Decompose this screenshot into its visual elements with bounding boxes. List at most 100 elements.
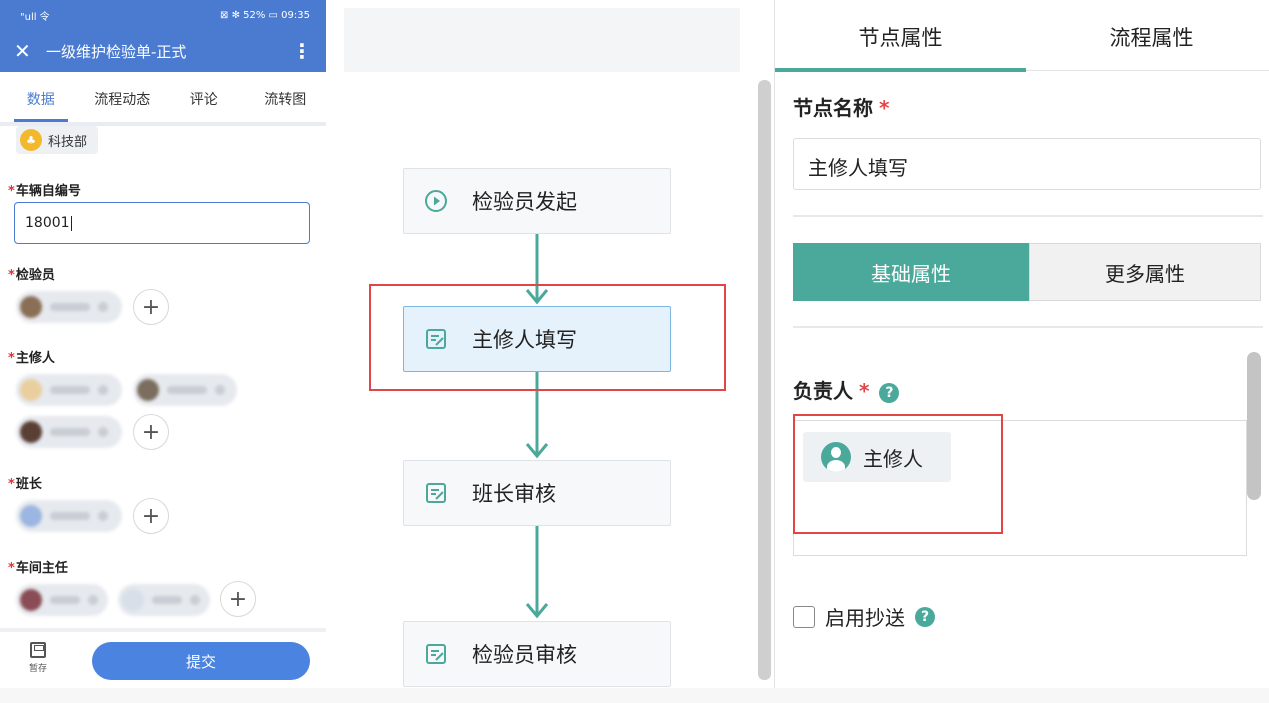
required-mark: * bbox=[859, 379, 870, 403]
inspector-label: *检验员 bbox=[8, 264, 55, 283]
add-inspector-button[interactable]: + bbox=[133, 289, 169, 325]
avatar bbox=[20, 379, 42, 401]
play-circle-icon bbox=[424, 189, 448, 213]
enable-cc-checkbox[interactable] bbox=[793, 605, 815, 628]
remove-dot bbox=[98, 427, 108, 437]
avatar bbox=[20, 589, 42, 611]
blurred-name bbox=[50, 512, 90, 520]
form-edit-icon bbox=[424, 327, 448, 351]
user-avatar-icon bbox=[821, 442, 851, 472]
more-properties-button[interactable]: 更多属性 bbox=[1029, 243, 1261, 301]
phone-bottom-bar: 暂存 提交 bbox=[0, 628, 326, 688]
tab-node-properties[interactable]: 节点属性 bbox=[775, 0, 1026, 72]
properties-panel: 节点属性 流程属性 节点名称* 主修人填写 基础属性 更多属性 负责人*? 主修… bbox=[774, 0, 1269, 703]
arrow-head bbox=[525, 603, 549, 619]
divider bbox=[793, 215, 1263, 217]
more-vertical-icon[interactable]: ⋮ bbox=[292, 39, 312, 63]
blurred-name bbox=[167, 386, 207, 394]
chief-mechanic-label: *主修人 bbox=[8, 347, 55, 366]
workshop-director-user-chip[interactable] bbox=[16, 584, 108, 616]
org-chart-icon: ♣ bbox=[20, 129, 42, 151]
workshop-director-user-chip[interactable] bbox=[118, 584, 210, 616]
vehicle-no-value: 18001 bbox=[25, 215, 70, 231]
avatar bbox=[137, 379, 159, 401]
flow-node-label: 检验员审核 bbox=[472, 643, 577, 667]
basic-properties-button[interactable]: 基础属性 bbox=[793, 243, 1029, 301]
required-mark: * bbox=[8, 477, 15, 492]
chief-mechanic-user-chip[interactable] bbox=[133, 374, 237, 406]
signal-status: "ull 令 bbox=[20, 11, 50, 23]
flow-node-inspector-review[interactable]: 检验员审核 bbox=[403, 621, 671, 687]
required-mark: * bbox=[879, 96, 890, 120]
node-name-input[interactable]: 主修人填写 bbox=[793, 138, 1261, 190]
inspector-user-chip[interactable] bbox=[16, 291, 122, 323]
avatar bbox=[20, 421, 42, 443]
form-edit-icon bbox=[424, 642, 448, 666]
department-chip[interactable]: ♣ 科技部 bbox=[16, 126, 98, 154]
submit-button[interactable]: 提交 bbox=[92, 642, 310, 680]
save-draft-label: 暂存 bbox=[28, 664, 47, 674]
tab-data[interactable]: 数据 bbox=[0, 72, 82, 122]
remove-dot bbox=[190, 595, 200, 605]
battery-time-status: ⊠ ✻ 52% ▭ 09:35 bbox=[220, 9, 310, 21]
status-bar: "ull 令 ⊠ ✻ 52% ▭ 09:35 bbox=[0, 0, 326, 30]
highlight-box-selected-node bbox=[369, 284, 726, 391]
required-mark: * bbox=[8, 351, 15, 366]
blurred-name bbox=[152, 596, 182, 604]
tab-divider bbox=[0, 122, 326, 126]
form-edit-icon bbox=[424, 481, 448, 505]
panel-scrollbar[interactable] bbox=[1247, 352, 1261, 500]
enable-cc-row[interactable]: 启用抄送 ? bbox=[793, 602, 935, 631]
owner-chip[interactable]: 主修人 bbox=[803, 432, 951, 482]
arrow-head bbox=[525, 443, 549, 459]
chief-mechanic-label-text: 主修人 bbox=[15, 351, 55, 366]
chief-mechanic-user-chip[interactable] bbox=[16, 416, 122, 448]
avatar bbox=[20, 505, 42, 527]
add-workshop-director-button[interactable]: + bbox=[220, 581, 256, 617]
required-mark: * bbox=[8, 561, 15, 576]
add-chief-mechanic-button[interactable]: + bbox=[133, 414, 169, 450]
node-name-label: 节点名称* bbox=[793, 92, 889, 121]
app-title-bar: ✕ 一级维护检验单-正式 ⋮ bbox=[0, 30, 326, 72]
flow-node-label: 主修人填写 bbox=[472, 328, 577, 352]
floppy-disk-icon bbox=[30, 642, 46, 658]
chief-mechanic-user-chip[interactable] bbox=[16, 374, 122, 406]
workshop-director-label: *车间主任 bbox=[8, 557, 68, 576]
required-mark: * bbox=[8, 184, 15, 199]
blurred-name bbox=[50, 386, 90, 394]
vehicle-no-input[interactable]: 18001 bbox=[14, 202, 310, 244]
arrow-head bbox=[525, 289, 549, 305]
team-leader-label-text: 班长 bbox=[15, 477, 42, 492]
help-icon[interactable]: ? bbox=[879, 382, 900, 403]
owner-name: 主修人 bbox=[863, 446, 923, 471]
help-icon[interactable]: ? bbox=[915, 606, 935, 627]
vehicle-no-label: *车辆自编号 bbox=[8, 180, 81, 199]
mobile-form-preview: "ull 令 ⊠ ✻ 52% ▭ 09:35 ✕ 一级维护检验单-正式 ⋮ 数据… bbox=[0, 0, 326, 703]
inspector-label-text: 检验员 bbox=[15, 268, 55, 283]
tab-flow-properties[interactable]: 流程属性 bbox=[1109, 26, 1194, 50]
blurred-name bbox=[50, 303, 90, 311]
team-leader-label: *班长 bbox=[8, 473, 42, 492]
blurred-name bbox=[50, 596, 80, 604]
bottom-strip bbox=[0, 688, 1269, 703]
save-draft-button[interactable]: 暂存 bbox=[22, 642, 54, 674]
tab-comments[interactable]: 评论 bbox=[189, 92, 218, 108]
flow-node-selected[interactable]: 主修人填写 bbox=[403, 306, 671, 372]
close-icon[interactable]: ✕ bbox=[14, 39, 31, 63]
avatar bbox=[122, 589, 144, 611]
remove-dot bbox=[98, 385, 108, 395]
owner-label-text: 负责人 bbox=[793, 379, 853, 403]
canvas-scrollbar[interactable] bbox=[758, 80, 771, 680]
flow-node-label: 检验员发起 bbox=[472, 190, 577, 214]
flow-node-start[interactable]: 检验员发起 bbox=[403, 168, 671, 234]
add-team-leader-button[interactable]: + bbox=[133, 498, 169, 534]
tab-flow-chart[interactable]: 流转图 bbox=[264, 92, 307, 108]
flow-node-team-leader-review[interactable]: 班长审核 bbox=[403, 460, 671, 526]
tab-flow-activity[interactable]: 流程动态 bbox=[94, 92, 151, 108]
team-leader-user-chip[interactable] bbox=[16, 500, 122, 532]
enable-cc-label: 启用抄送 bbox=[825, 606, 905, 630]
highlight-box-owner bbox=[793, 414, 1003, 534]
remove-dot bbox=[88, 595, 98, 605]
workshop-director-label-text: 车间主任 bbox=[15, 561, 68, 576]
